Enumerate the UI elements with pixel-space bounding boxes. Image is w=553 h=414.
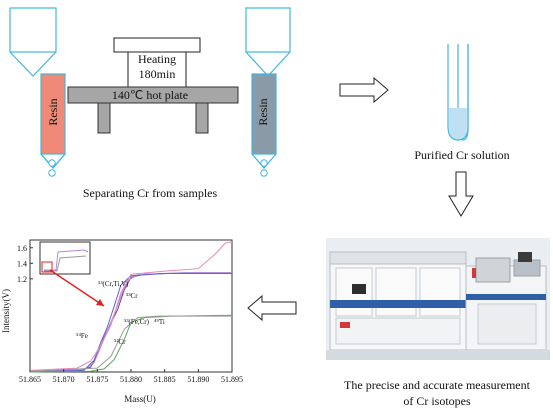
annotation-fe-cr: ⁵³(Fe,Cr) [124, 318, 149, 326]
annotation-52cr: ⁵²Cr [114, 338, 126, 346]
heating-time: 180min [138, 67, 176, 81]
zoom-arrow [49, 269, 105, 307]
y-tick-label: 1.4 [17, 259, 27, 268]
x-tick-label: 51.880 [120, 375, 142, 384]
purified-caption: Purified Cr solution [414, 148, 510, 162]
arrow-left-icon [247, 294, 297, 322]
heating-label: Heating [138, 52, 176, 66]
x-tick-label: 51.875 [86, 375, 108, 384]
test-tube-icon [447, 44, 469, 141]
right-resin-column [245, 7, 291, 169]
x-tick-label: 51.865 [19, 375, 41, 384]
series-line-4 [29, 241, 233, 371]
chart-inset [39, 241, 91, 275]
x-tick-label: 51.870 [53, 375, 75, 384]
y-tick-label: 1.6 [17, 244, 27, 253]
x-tick-label: 51.890 [187, 375, 209, 384]
hot-plate [67, 86, 239, 134]
hotplate-label: 140℃ hot plate [111, 88, 189, 102]
y-tick-label: 1.2 [17, 275, 27, 284]
x-axis-label: Mass(U) [124, 394, 156, 404]
mass-spectrometer-image [326, 238, 550, 360]
annotation-cr-ti-v: ⁵³(Cr,Ti,V) [98, 280, 129, 288]
series-line-6 [29, 315, 232, 372]
annotation-54fe: ⁵⁴Fe [76, 332, 88, 340]
left-resin-column [9, 7, 66, 169]
x-tick-label: 51.885 [154, 375, 176, 384]
mass-spectrometer-drawing [326, 238, 550, 360]
droplets [48, 159, 268, 177]
sample-prep-caption: Separating Cr from samples [82, 186, 218, 200]
heating-block [113, 37, 201, 89]
instrument-caption-line2: of Cr isotopes [403, 394, 471, 408]
annotation-49ti: ⁴⁹Ti [154, 318, 165, 326]
x-tick-label: 51.895 [221, 375, 243, 384]
arrow-right-icon [339, 76, 389, 104]
annotation-53cr: ⁵³Cr [126, 292, 138, 300]
y-axis-label: Intensity(V) [1, 289, 11, 333]
arrow-down-icon [448, 171, 474, 217]
instrument-caption-line1: The precise and accurate measurement [344, 378, 530, 392]
series-line-3 [29, 272, 232, 373]
